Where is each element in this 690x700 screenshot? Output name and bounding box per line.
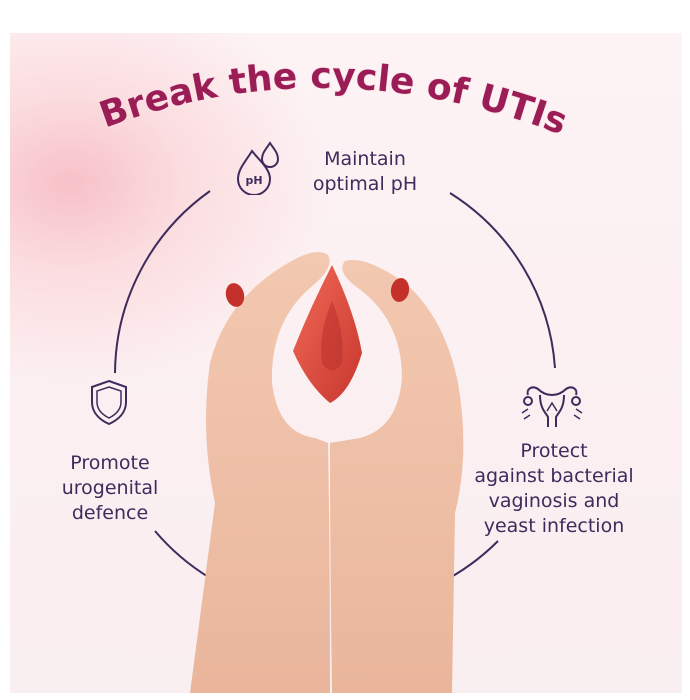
benefit-defence: Promote urogenital defence bbox=[50, 451, 170, 526]
benefit-defence-line3: defence bbox=[71, 502, 149, 524]
benefit-protect-line3: vaginosis and bbox=[488, 490, 620, 512]
left-nail bbox=[225, 283, 245, 307]
benefit-protect-line4: yeast infection bbox=[483, 515, 625, 537]
product-fold bbox=[321, 301, 343, 371]
shield-icon bbox=[91, 379, 127, 426]
benefit-protect-line2: against bacterial bbox=[474, 465, 634, 487]
infographic-panel: Break the cycle of UTIs bbox=[10, 33, 682, 693]
ph-icon-text: pH bbox=[245, 174, 262, 187]
benefit-protect-line1: Protect bbox=[520, 440, 588, 462]
benefit-protect: Protect against bacterial vaginosis and … bbox=[454, 439, 654, 539]
arc-right-top bbox=[449, 192, 556, 369]
benefit-ph-line2: optimal pH bbox=[312, 173, 418, 195]
benefit-defence-line2: urogenital bbox=[61, 477, 159, 499]
benefit-ph: Maintain optimal pH bbox=[290, 147, 440, 197]
arc-left-top bbox=[114, 190, 211, 374]
left-hand bbox=[190, 251, 330, 693]
hands-image bbox=[190, 251, 464, 693]
benefit-defence-line1: Promote bbox=[70, 452, 150, 474]
uterus-icon bbox=[521, 386, 583, 427]
benefit-ph-line1: Maintain bbox=[324, 148, 406, 170]
title-graphic: Break the cycle of UTIs bbox=[94, 55, 574, 144]
right-hand bbox=[330, 259, 464, 693]
ph-drops-icon: pH bbox=[236, 141, 280, 195]
right-nail bbox=[390, 278, 410, 302]
